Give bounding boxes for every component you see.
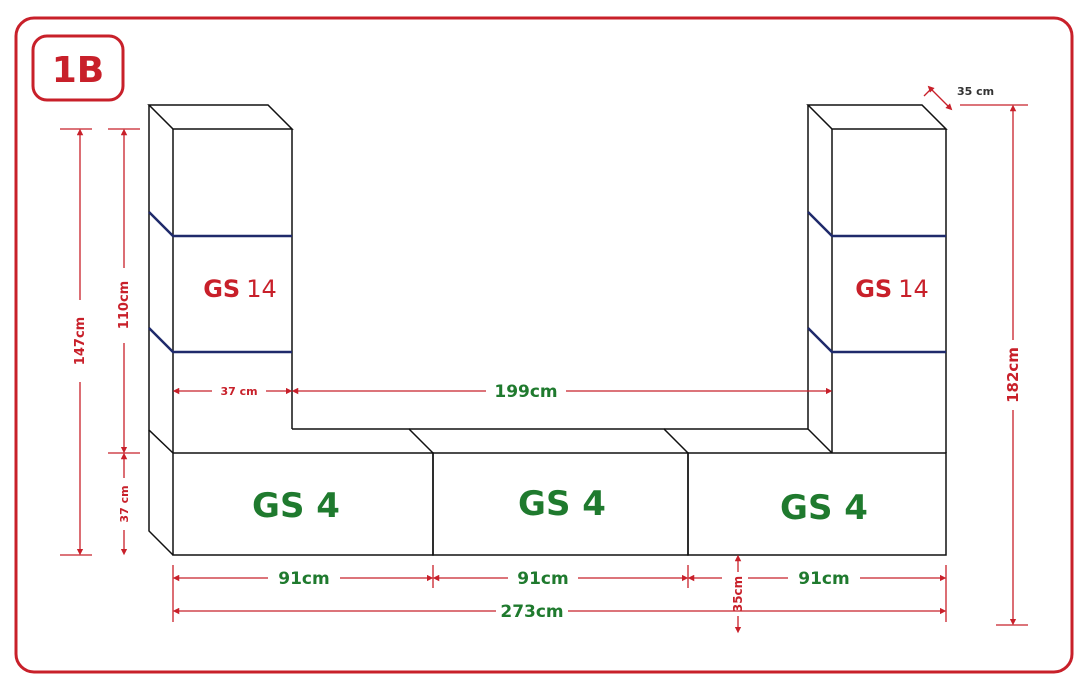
- module-number-tall-left: 14: [246, 275, 277, 303]
- dim-label-depth-top: 35 cm: [957, 85, 994, 98]
- dim-label-182: 182cm: [1004, 347, 1022, 403]
- module-label-base-2: GS 4: [518, 484, 606, 524]
- dim-label-37-height: 37 cm: [118, 485, 131, 522]
- dim-label-91-b: 91cm: [517, 569, 568, 589]
- base-front-3: [687, 452, 947, 556]
- dim-label-91-a: 91cm: [278, 569, 329, 589]
- dim-label-273: 273cm: [500, 602, 563, 622]
- shelf-left-lower: [148, 327, 292, 354]
- dim-label-35-base: 35cm: [731, 576, 745, 612]
- badge: 1B: [31, 34, 125, 102]
- module-label-base-1: GS 4: [252, 486, 340, 526]
- dim-label-147: 147cm: [73, 317, 88, 365]
- module-label-base-3: GS 4: [780, 488, 868, 528]
- module-number-tall-right: 14: [898, 275, 929, 303]
- dim-label-199: 199cm: [494, 382, 557, 402]
- dimension-labels: 35 cm 147cm 110cm 37 cm 37 cm 199cm 182c…: [73, 85, 1022, 622]
- shelf-left-upper: [148, 211, 292, 238]
- shelf-right-upper: [807, 211, 946, 238]
- badge-text: 1B: [52, 50, 105, 91]
- module-code-tall-right: GS: [855, 275, 892, 303]
- dim-label-110: 110cm: [117, 281, 132, 329]
- dimension-lines: [60, 85, 1028, 634]
- base-top-surfaces: [148, 428, 808, 556]
- outer-frame: [14, 16, 1074, 674]
- glass-shelves: [148, 211, 946, 354]
- badge-box: [31, 34, 125, 102]
- shelf-right-lower: [807, 327, 946, 354]
- dim-label-91-c: 91cm: [798, 569, 849, 589]
- dim-label-37-width: 37 cm: [220, 385, 257, 398]
- module-code-tall-left: GS: [203, 275, 240, 303]
- dim-line-35-depth: [927, 85, 953, 111]
